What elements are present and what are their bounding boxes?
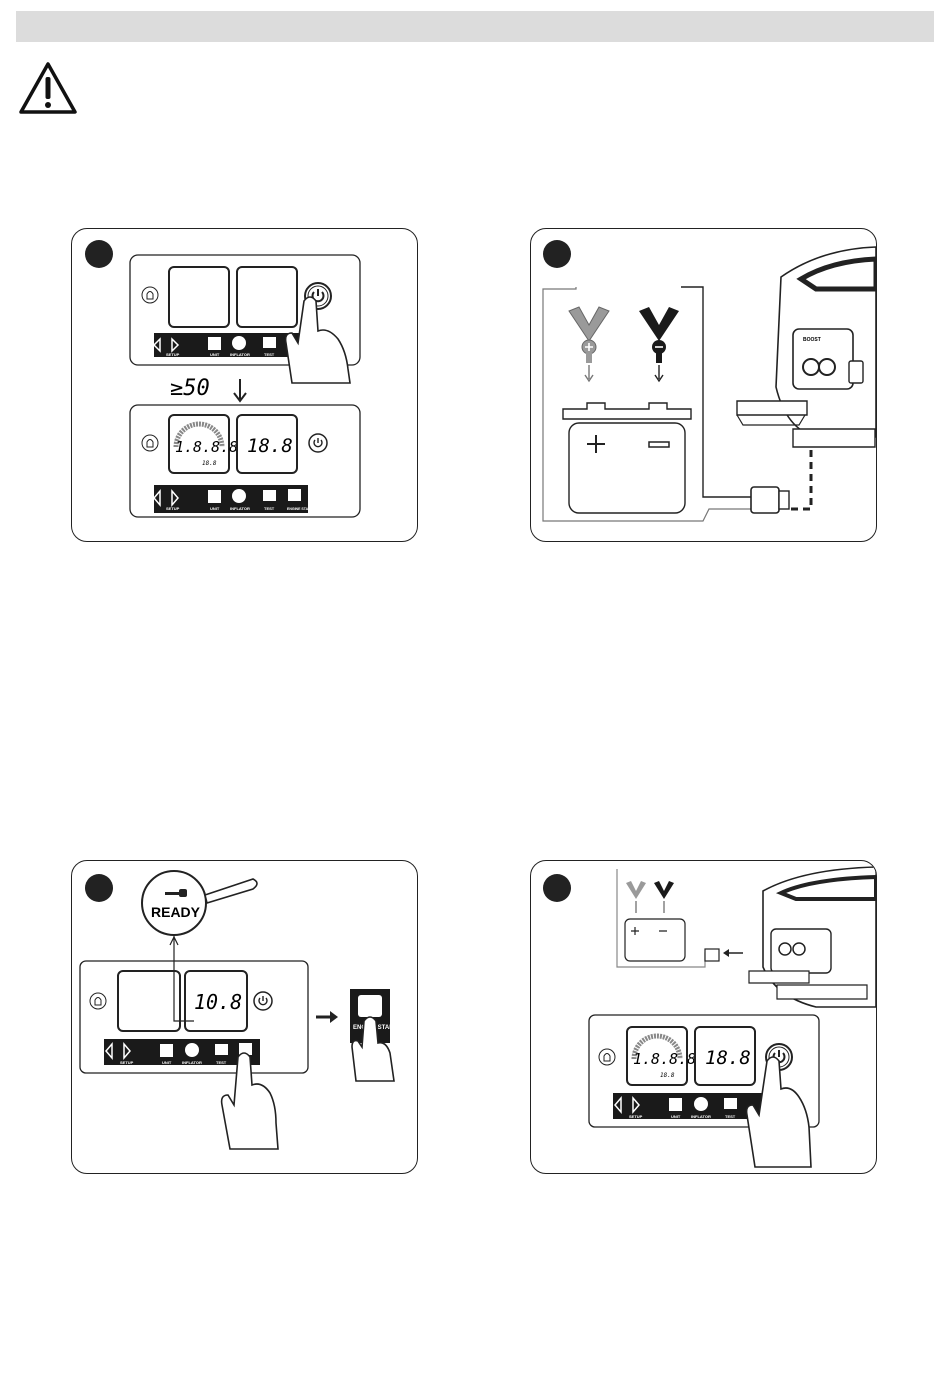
svg-text:10.8: 10.8 bbox=[194, 990, 242, 1014]
car-battery-icon bbox=[563, 403, 691, 513]
jump-starter-device: BOOST bbox=[737, 247, 876, 447]
step-panel-2: BOOST bbox=[530, 228, 877, 542]
svg-text:TEST: TEST bbox=[725, 1114, 736, 1119]
arrow-left-icon bbox=[723, 949, 729, 957]
svg-text:INFLATOR: INFLATOR bbox=[230, 352, 250, 357]
jump-starter-device bbox=[749, 867, 876, 1007]
light-icon-2 bbox=[142, 435, 158, 451]
svg-text:18.8: 18.8 bbox=[247, 435, 293, 457]
svg-text:SETUP: SETUP bbox=[629, 1114, 643, 1119]
svg-text:UNIT: UNIT bbox=[210, 506, 220, 511]
svg-text:READY: READY bbox=[151, 904, 201, 920]
svg-text:UNIT: UNIT bbox=[210, 352, 220, 357]
display-blank-right bbox=[237, 267, 297, 327]
svg-text:INFLATOR: INFLATOR bbox=[182, 1060, 202, 1065]
step-panel-1: SETUP UNIT INFLATOR TEST ≥50 1.8.8.8 18.… bbox=[71, 228, 418, 542]
svg-text:18.8: 18.8 bbox=[660, 1072, 675, 1079]
svg-text:TEST: TEST bbox=[264, 352, 275, 357]
svg-text:1.8.8.8: 1.8.8.8 bbox=[633, 1050, 696, 1068]
svg-text:SETUP: SETUP bbox=[166, 352, 180, 357]
svg-text:18.8: 18.8 bbox=[202, 460, 217, 467]
svg-text:ENGINE START: ENGINE START bbox=[287, 507, 314, 511]
step-panel-4: 1.8.8.8 18.8 18.8 SETUP UNIT INFLATOR TE… bbox=[530, 860, 877, 1174]
magnifier-icon: READY bbox=[142, 871, 257, 935]
inflator-icon bbox=[232, 336, 246, 350]
display-blank-left bbox=[169, 267, 229, 327]
boost-connector-icon bbox=[751, 487, 789, 513]
step-number-badge bbox=[543, 874, 571, 902]
hand-pressing-icon bbox=[222, 1053, 278, 1149]
arrow-down-icon bbox=[234, 379, 246, 401]
hold-duration-label: ≥50 bbox=[170, 376, 210, 401]
svg-text:18.8: 18.8 bbox=[705, 1047, 751, 1069]
section-header-bar bbox=[16, 11, 934, 42]
svg-text:INFLATOR: INFLATOR bbox=[691, 1114, 711, 1119]
black-cable bbox=[681, 287, 751, 497]
light-icon bbox=[142, 287, 158, 303]
unit-gear-icon bbox=[208, 337, 221, 350]
svg-text:SETUP: SETUP bbox=[120, 1060, 134, 1065]
warning-icon bbox=[17, 60, 79, 121]
svg-text:TEST: TEST bbox=[264, 506, 275, 511]
display-blank-left bbox=[118, 971, 180, 1031]
step-number-badge bbox=[85, 240, 113, 268]
light-icon bbox=[599, 1049, 615, 1065]
port-label: BOOST bbox=[803, 337, 821, 343]
arrow-right-icon bbox=[330, 1011, 338, 1023]
step-number-badge bbox=[543, 240, 571, 268]
hand-pressing-icon bbox=[747, 1057, 811, 1167]
svg-text:TEST: TEST bbox=[216, 1060, 227, 1065]
negative-clamp-icon bbox=[639, 307, 679, 381]
engine-start-callout: ENGINE START bbox=[350, 989, 398, 1081]
svg-text:SETUP: SETUP bbox=[166, 506, 180, 511]
mini-connector-icon bbox=[705, 949, 719, 961]
step-panel-3: READY 10.8 SETUP UNIT INFLATOR TEST bbox=[71, 860, 418, 1174]
test-battery-icon bbox=[263, 337, 276, 348]
light-icon bbox=[90, 993, 106, 1009]
svg-text:1.8.8.8: 1.8.8.8 bbox=[175, 438, 238, 456]
svg-text:UNIT: UNIT bbox=[671, 1114, 681, 1119]
mini-battery-icon bbox=[625, 919, 685, 961]
mini-clamps-icon bbox=[626, 881, 674, 913]
power-button bbox=[254, 992, 272, 1010]
power-button-2 bbox=[309, 434, 327, 452]
step-number-badge bbox=[85, 874, 113, 902]
engine-start-icon bbox=[288, 489, 301, 501]
positive-clamp-icon bbox=[569, 307, 609, 381]
svg-text:UNIT: UNIT bbox=[162, 1060, 172, 1065]
svg-text:INFLATOR: INFLATOR bbox=[230, 506, 250, 511]
